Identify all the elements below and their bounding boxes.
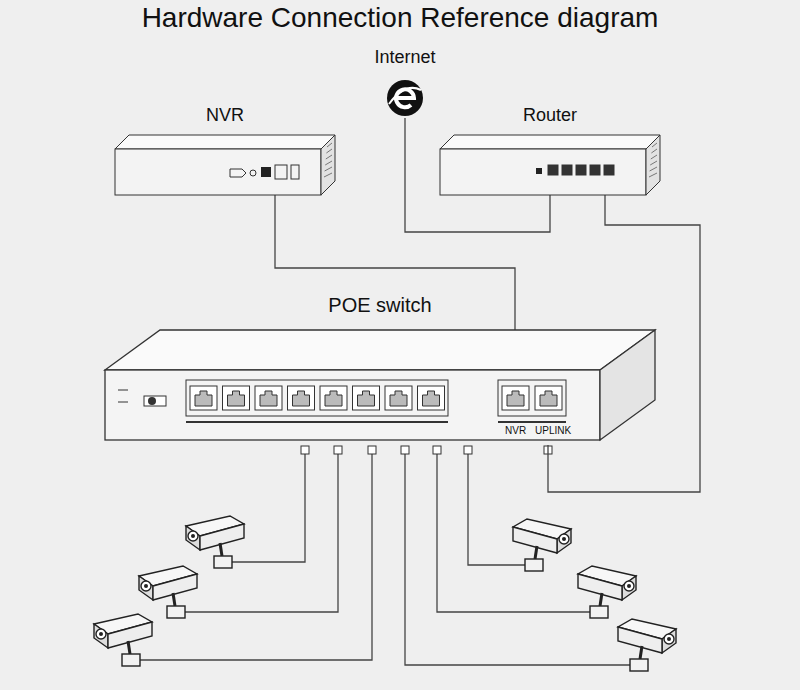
node-heading: Router (440, 105, 660, 126)
nvr-box: NVR (115, 135, 335, 195)
device-outline (440, 135, 660, 195)
node-heading: NVR (115, 105, 335, 126)
node-heading: POE switch (100, 294, 660, 317)
router-box: Router (440, 135, 660, 195)
diagram-title: Hardware Connection Reference diagram (0, 2, 800, 34)
poe-switch: POE switch (100, 330, 660, 445)
device-outline (115, 135, 335, 195)
port-label: UPLINK (535, 425, 571, 436)
port-label: NVR (505, 425, 526, 436)
device-outline (100, 330, 660, 445)
internet-icon: Internet (355, 47, 455, 118)
node-heading: Internet (355, 47, 455, 68)
